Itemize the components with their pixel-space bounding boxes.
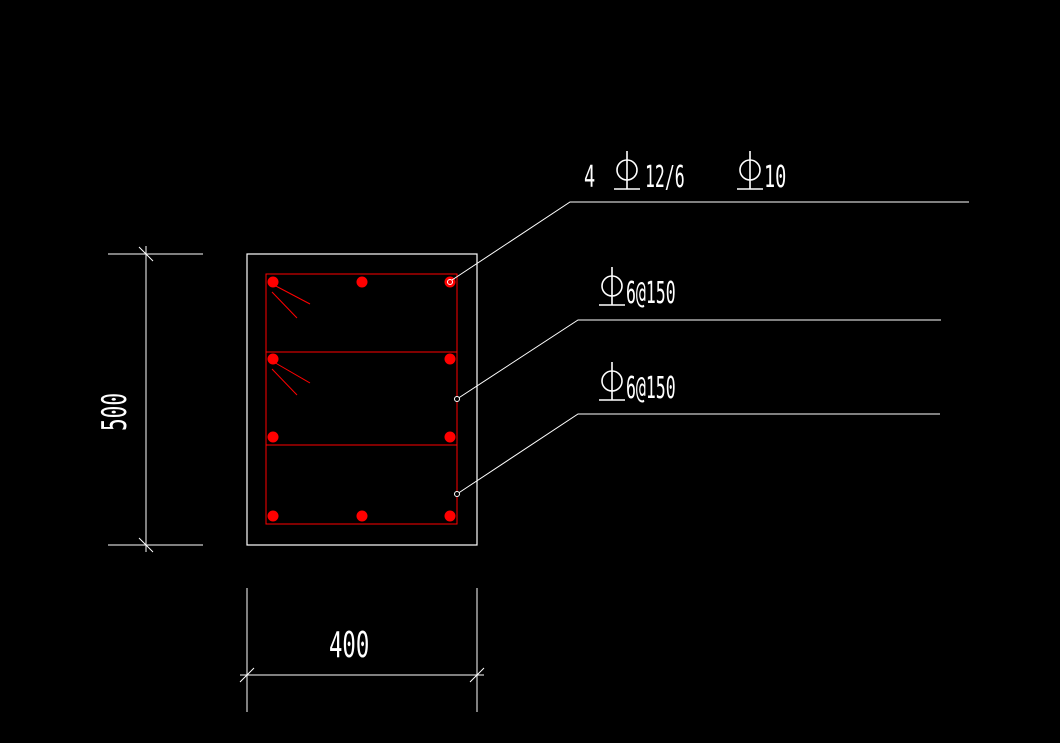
stirrup-spec-label-1: 6@150 xyxy=(626,276,676,311)
concrete-section-outline xyxy=(246,253,478,546)
rebar xyxy=(444,276,456,288)
leader-marker-stirrup-2 xyxy=(454,491,460,497)
corner-spec-label: 10 xyxy=(764,159,786,194)
leader-lines xyxy=(451,201,969,495)
width-dimension xyxy=(239,588,485,712)
outer-stirrup xyxy=(265,273,458,525)
height-dimension xyxy=(108,246,203,553)
phi-with-bar-icon xyxy=(737,151,763,190)
stirrup-hook-1a xyxy=(271,283,311,305)
rebar xyxy=(267,510,279,522)
width-dimension-label: 400 xyxy=(329,625,369,667)
phi-with-bar-icon xyxy=(599,362,625,401)
stirrup-hook-1b xyxy=(271,291,298,319)
phi-with-bar-icon xyxy=(599,267,625,306)
leader-marker-rebar xyxy=(447,279,453,285)
stirrup-hook-2b xyxy=(271,368,298,396)
rebar xyxy=(356,510,368,522)
rebar xyxy=(444,510,456,522)
leader-marker-stirrup-1 xyxy=(454,396,460,402)
phi-with-bar-icon xyxy=(614,151,640,190)
longitudinal-spec-label: 12/6 xyxy=(645,160,685,195)
rebar xyxy=(444,431,456,443)
rebar xyxy=(267,353,279,365)
stirrup-spec-label-2: 6@150 xyxy=(626,371,676,406)
longitudinal-count-label: 4 xyxy=(584,159,595,194)
rebars xyxy=(267,276,456,522)
rebar xyxy=(444,353,456,365)
leader-longitudinal xyxy=(451,201,969,281)
rebar xyxy=(356,276,368,288)
rebar xyxy=(267,431,279,443)
rebar xyxy=(267,276,279,288)
leader-stirrup-1 xyxy=(456,319,941,400)
stirrup-hook-2a xyxy=(271,360,311,384)
stirrups xyxy=(265,273,458,525)
leader-stirrup-2 xyxy=(456,413,940,495)
height-dimension-label: 500 xyxy=(95,393,135,431)
